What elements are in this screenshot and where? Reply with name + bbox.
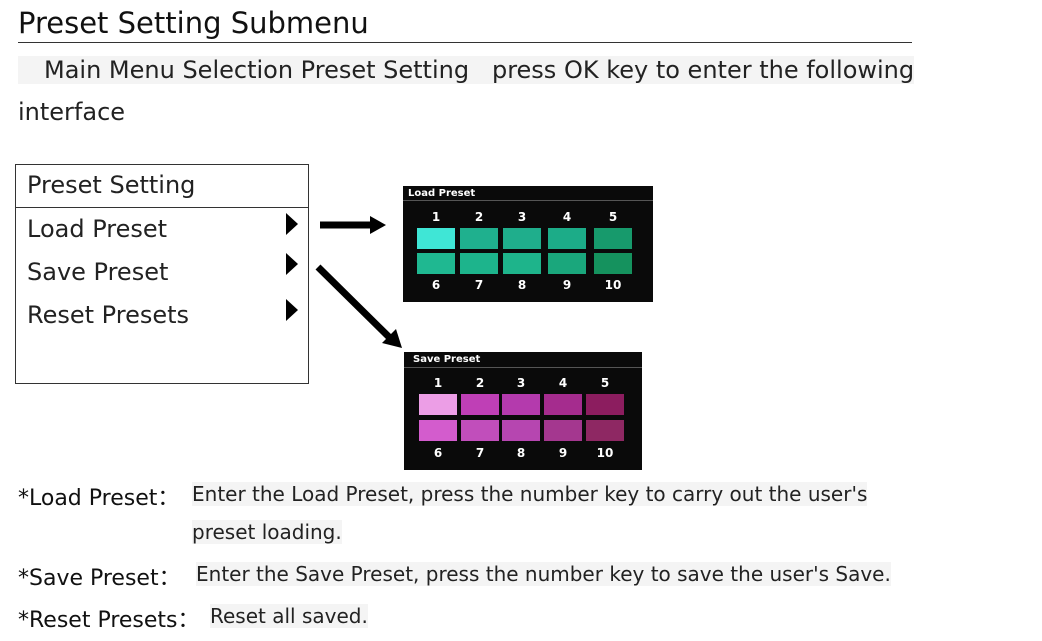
screen-divider <box>403 200 653 201</box>
preset-number: 1 <box>433 376 443 390</box>
preset-tile[interactable] <box>419 394 457 415</box>
arrow-head-icon <box>370 216 386 234</box>
heading-underline <box>18 42 912 43</box>
preset-tile[interactable] <box>594 228 632 249</box>
preset-tile[interactable] <box>503 253 541 274</box>
preset-number: 3 <box>517 210 527 224</box>
preset-tile[interactable] <box>544 394 582 415</box>
preset-tile[interactable] <box>460 228 498 249</box>
screen-divider <box>404 367 642 368</box>
arrow-right-icon <box>286 213 298 235</box>
note-load-text: Enter the Load Preset, press the number … <box>192 482 868 506</box>
preset-number: 8 <box>516 446 526 460</box>
preset-tile[interactable] <box>544 420 582 441</box>
arrow-right-icon <box>286 253 298 275</box>
menu-item-load-preset[interactable]: Load Preset <box>27 215 168 243</box>
preset-tile[interactable] <box>503 228 541 249</box>
preset-tile[interactable] <box>586 420 624 441</box>
intro-text: Main Menu Selection Preset Setting press… <box>18 56 915 84</box>
save-screen-title: Save Preset <box>413 354 481 365</box>
preset-number: 9 <box>562 278 572 292</box>
preset-tile[interactable] <box>586 394 624 415</box>
note-load-label: *Load Preset： <box>18 486 180 511</box>
preset-number: 5 <box>608 210 618 224</box>
save-preset-screen: Save Preset 1 2 3 4 5 6 7 8 9 10 <box>404 352 642 470</box>
load-preset-screen: Load Preset 1 2 3 4 5 6 7 8 9 10 <box>403 186 653 302</box>
preset-number: 2 <box>475 376 485 390</box>
note-load-text-continued: preset loading. <box>192 520 342 544</box>
preset-number: 4 <box>562 210 572 224</box>
preset-tile[interactable] <box>502 394 540 415</box>
load-screen-title: Load Preset <box>408 188 476 199</box>
arrow-right-icon <box>286 299 298 321</box>
preset-number: 7 <box>474 278 484 292</box>
connector-arrows <box>315 216 402 348</box>
preset-number: 1 <box>431 210 441 224</box>
intro-text-continued: interface <box>18 98 126 126</box>
preset-number: 10 <box>596 446 614 460</box>
arrow-to-save-line <box>315 264 393 341</box>
preset-tile[interactable] <box>417 228 455 249</box>
preset-tile[interactable] <box>594 253 632 274</box>
preset-setting-menu: Preset Setting Load Preset Save Preset R… <box>15 164 309 384</box>
preset-number: 10 <box>604 278 622 292</box>
menu-item-reset-presets[interactable]: Reset Presets <box>27 301 190 329</box>
preset-number: 3 <box>516 376 526 390</box>
menu-item-save-preset[interactable]: Save Preset <box>27 258 169 286</box>
note-reset-text: Reset all saved. <box>210 604 368 628</box>
preset-number: 6 <box>431 278 441 292</box>
preset-number: 2 <box>474 210 484 224</box>
arrow-head-icon <box>382 329 402 348</box>
preset-tile[interactable] <box>548 253 586 274</box>
preset-tile[interactable] <box>417 253 455 274</box>
preset-tile[interactable] <box>461 394 499 415</box>
preset-number: 5 <box>600 376 610 390</box>
preset-number: 7 <box>475 446 485 460</box>
preset-tile[interactable] <box>548 228 586 249</box>
page-heading: Preset Setting Submenu <box>18 6 369 40</box>
menu-title: Preset Setting <box>16 165 308 208</box>
preset-tile[interactable] <box>419 420 457 441</box>
intro-line-1: Main Menu Selection Preset Setting press… <box>18 56 915 84</box>
note-reset-label: *Reset Presets： <box>18 608 200 633</box>
note-save-label: *Save Preset： <box>18 566 181 591</box>
preset-tile[interactable] <box>460 253 498 274</box>
preset-number: 6 <box>433 446 443 460</box>
preset-tile[interactable] <box>461 420 499 441</box>
preset-number: 9 <box>558 446 568 460</box>
preset-tile[interactable] <box>502 420 540 441</box>
preset-number: 8 <box>517 278 527 292</box>
note-save-text: Enter the Save Preset, press the number … <box>196 562 891 586</box>
preset-number: 4 <box>558 376 568 390</box>
